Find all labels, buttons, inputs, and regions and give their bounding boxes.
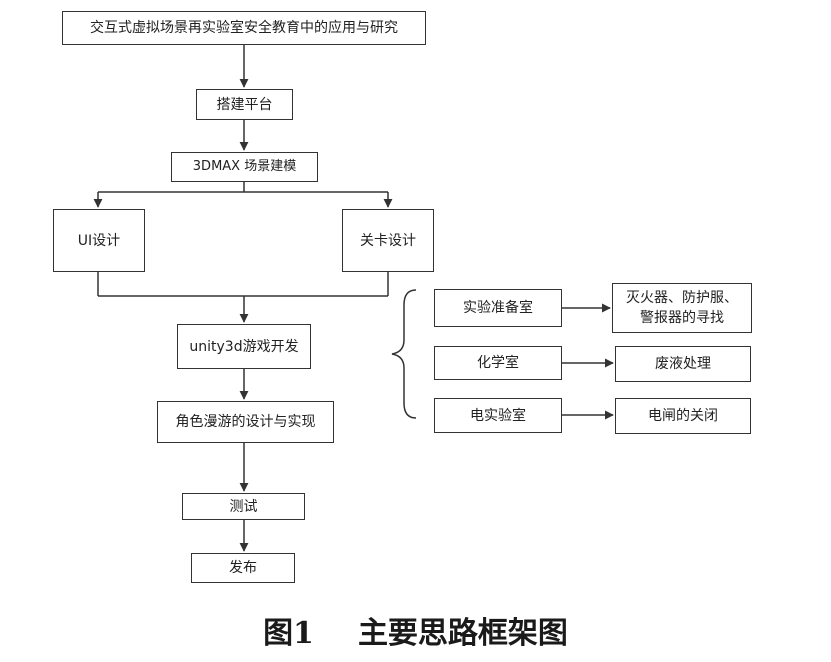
node-lab-prep-task: 灭火器、防护服、 警报器的寻找 bbox=[612, 283, 752, 333]
figure-number: 图1 bbox=[263, 616, 314, 651]
node-3dmax-modeling-label: 3DMAX 场景建模 bbox=[192, 159, 297, 174]
node-chemistry-task-label: 废液处理 bbox=[655, 356, 711, 372]
node-level-design-label: 关卡设计 bbox=[360, 232, 416, 249]
node-unity-development: unity3d游戏开发 bbox=[177, 324, 311, 369]
node-ui-design: UI设计 bbox=[53, 209, 145, 272]
node-research-topic-label: 交互式虚拟场景再实验室安全教育中的应用与研究 bbox=[90, 20, 398, 36]
node-electrical-task: 电闸的关闭 bbox=[615, 398, 751, 434]
node-build-platform-label: 搭建平台 bbox=[216, 96, 273, 113]
figure-caption: 图1 主要思路框架图 bbox=[0, 608, 831, 652]
node-character-roaming-label: 角色漫游的设计与实现 bbox=[175, 414, 316, 430]
figure-title: 主要思路框架图 bbox=[357, 616, 568, 651]
node-ui-design-label: UI设计 bbox=[77, 232, 121, 249]
node-research-topic: 交互式虚拟场景再实验室安全教育中的应用与研究 bbox=[62, 11, 426, 45]
node-lab-prep-task-line1: 灭火器、防护服、 bbox=[626, 290, 738, 306]
node-unity-development-label: unity3d游戏开发 bbox=[189, 338, 299, 355]
node-release-label: 发布 bbox=[229, 560, 257, 576]
node-chemistry-room-label: 化学室 bbox=[477, 355, 519, 371]
node-level-design: 关卡设计 bbox=[342, 209, 434, 272]
node-electrical-lab-label: 电实验室 bbox=[470, 407, 526, 424]
node-lab-prep-room: 实验准备室 bbox=[434, 289, 562, 327]
node-testing-label: 测试 bbox=[229, 498, 258, 515]
node-electrical-lab: 电实验室 bbox=[434, 398, 562, 433]
node-build-platform: 搭建平台 bbox=[196, 89, 293, 120]
node-chemistry-room: 化学室 bbox=[434, 346, 562, 380]
node-chemistry-task: 废液处理 bbox=[615, 346, 751, 382]
node-electrical-task-label: 电闸的关闭 bbox=[648, 408, 718, 424]
node-release: 发布 bbox=[191, 553, 295, 583]
node-lab-prep-room-label: 实验准备室 bbox=[463, 300, 533, 316]
node-testing: 测试 bbox=[182, 493, 305, 520]
curly-brace bbox=[391, 289, 417, 419]
node-lab-prep-task-line2: 警报器的寻找 bbox=[640, 310, 724, 326]
node-3dmax-modeling: 3DMAX 场景建模 bbox=[171, 152, 318, 182]
node-character-roaming: 角色漫游的设计与实现 bbox=[157, 401, 334, 443]
